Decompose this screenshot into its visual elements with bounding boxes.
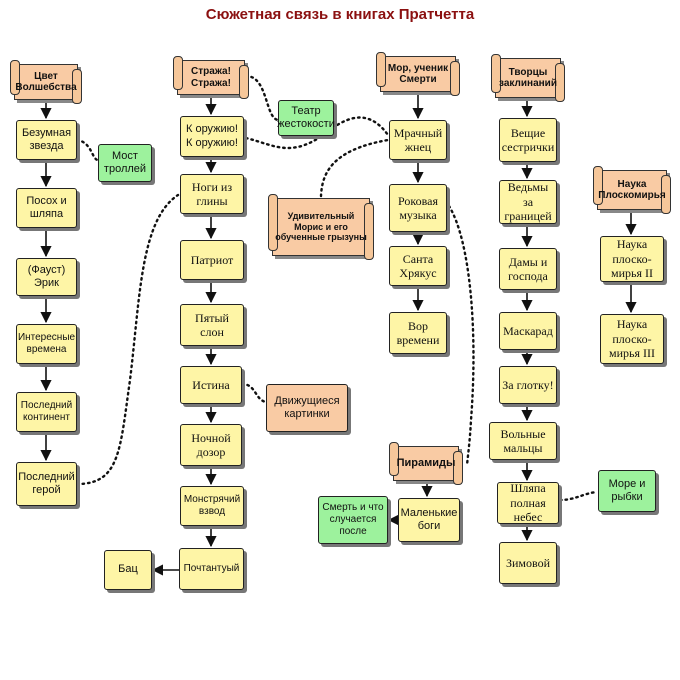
book-side-theatre-of-cruelty[interactable]: Театр жестокости bbox=[277, 100, 335, 136]
book-wizards-4[interactable]: Интересные времена bbox=[16, 324, 77, 364]
book-wizards-6[interactable]: Последний герой bbox=[16, 462, 77, 506]
book-side-trolls-bridge[interactable]: Мост троллей bbox=[98, 144, 152, 182]
book-side-death-and-after[interactable]: Смерть и что случается после bbox=[318, 496, 388, 544]
book-watch-6[interactable]: Ночной дозор bbox=[180, 424, 242, 466]
book-wizards-1[interactable]: Безумная звезда bbox=[16, 120, 77, 160]
series-header-witches: Творцы заклинаний bbox=[491, 54, 565, 102]
book-death-3[interactable]: Санта Хрякус bbox=[389, 246, 447, 286]
page-title: Сюжетная связь в книгах Пратчетта bbox=[205, 6, 475, 23]
book-witches-2[interactable]: Ведьмы за границей bbox=[499, 180, 557, 224]
book-watch-2[interactable]: Ноги из глины bbox=[180, 174, 244, 214]
book-witches-7[interactable]: Шляпа полная небес bbox=[497, 481, 559, 524]
book-watch-4[interactable]: Пятый слон bbox=[180, 304, 244, 346]
book-death-1[interactable]: Мрачный жнец bbox=[389, 120, 447, 160]
book-maurice[interactable]: Удивительный Морис и его обученные грызу… bbox=[268, 194, 374, 260]
book-watch-1[interactable]: К оружию! К оружию! bbox=[180, 116, 244, 157]
book-watch-8[interactable]: Почтантуый bbox=[179, 548, 244, 590]
book-death-4[interactable]: Вор времени bbox=[389, 312, 447, 354]
book-side-moving-pictures[interactable]: Движущиеся картинки bbox=[266, 384, 348, 432]
book-wizards-5[interactable]: Последний континент bbox=[16, 392, 77, 432]
book-wizards-2[interactable]: Посох и шляпа bbox=[16, 188, 77, 228]
book-witches-5[interactable]: За глотку! bbox=[499, 366, 557, 404]
book-science-1[interactable]: Наука плоско-мирья II bbox=[600, 236, 664, 282]
book-science-2[interactable]: Наука плоско-мирья III bbox=[600, 314, 664, 364]
series-header-death: Мор, ученик Смерти bbox=[376, 52, 460, 96]
book-witches-1[interactable]: Вещие сестрички bbox=[499, 118, 557, 162]
book-wizards-3[interactable]: (Фауст) Эрик bbox=[16, 258, 77, 296]
book-witches-6[interactable]: Вольные мальцы bbox=[489, 422, 557, 460]
book-watch-7[interactable]: Монстрячий взвод bbox=[180, 486, 244, 526]
series-header-science: Наука Плоскомирья bbox=[593, 166, 671, 214]
series-header-wizards: Цвет Волшебства bbox=[10, 60, 82, 104]
book-thud-left[interactable]: Бац bbox=[104, 550, 152, 590]
book-watch-5[interactable]: Истина bbox=[180, 366, 242, 404]
book-side-sea-and-fishes[interactable]: Море и рыбки bbox=[598, 470, 656, 512]
book-witches-3[interactable]: Дамы и господа bbox=[499, 248, 557, 290]
book-death-2[interactable]: Роковая музыка bbox=[389, 184, 447, 232]
book-pyramids-1[interactable]: Маленькие боги bbox=[398, 498, 460, 542]
series-header-pyramids: Пирамиды bbox=[389, 442, 463, 485]
book-witches-8[interactable]: Зимовой bbox=[499, 542, 557, 584]
book-watch-3[interactable]: Патриот bbox=[180, 240, 244, 280]
book-witches-4[interactable]: Маскарад bbox=[499, 312, 557, 350]
series-header-watch: Стража! Стража! bbox=[173, 56, 249, 99]
